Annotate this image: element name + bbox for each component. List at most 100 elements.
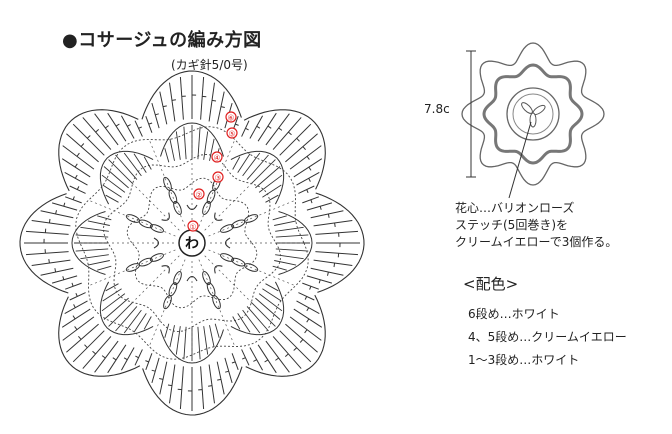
stitch-bar	[73, 304, 76, 308]
stitch-bar	[293, 347, 298, 351]
stitch-bar	[318, 279, 321, 284]
stitch-bar	[327, 271, 329, 276]
stitch-bar	[72, 196, 75, 200]
stitch-bar	[171, 99, 176, 101]
stitch-bar	[288, 131, 292, 136]
round-number: ④	[213, 154, 220, 163]
chain-loop-ring	[75, 126, 309, 360]
stitch	[246, 306, 269, 332]
stitch-bar	[256, 125, 261, 129]
stitch-bar	[308, 166, 312, 171]
stitch-bar	[334, 222, 336, 227]
chain-loop-ring	[126, 177, 258, 309]
stitch-bar	[306, 307, 310, 312]
stitch	[275, 226, 304, 232]
stitch	[272, 265, 287, 271]
petal-round-6	[302, 192, 365, 293]
stitch	[197, 326, 201, 360]
tall-stitch	[51, 275, 78, 284]
stitch-bar	[74, 326, 78, 330]
stitch-bar	[72, 315, 76, 320]
round-1-stitch	[161, 265, 170, 274]
round-marker	[187, 220, 199, 232]
petal-round-5	[99, 281, 154, 336]
stitch-bar	[333, 262, 336, 268]
tall-stitch	[216, 91, 225, 125]
puff-stitch	[212, 295, 221, 310]
stitch	[115, 154, 138, 180]
stitch	[97, 265, 112, 271]
round-1-stitch	[161, 212, 170, 221]
tall-stitch	[82, 336, 112, 369]
stitch-bar	[76, 152, 80, 157]
tall-stitch	[61, 308, 91, 328]
color-item: 1～3段め…ホワイト	[468, 353, 580, 367]
stitch-bar	[306, 156, 310, 160]
tall-stitch	[120, 347, 135, 371]
tall-stitch	[62, 145, 95, 170]
tall-stitch	[107, 344, 127, 374]
tall-stitch	[306, 202, 333, 211]
stitch-bar	[55, 210, 57, 215]
tall-stitch	[289, 145, 322, 170]
puff-stitch	[149, 253, 164, 262]
cluster-stitch	[163, 271, 182, 310]
tall-stitch	[179, 366, 184, 410]
puff-stitch	[220, 253, 235, 262]
round-1-stitch	[153, 237, 160, 249]
stitch	[258, 293, 283, 312]
tall-stitch	[257, 112, 277, 142]
tall-stitch	[249, 115, 264, 139]
stitch-bar	[253, 359, 257, 362]
puff-stitch	[125, 263, 140, 272]
tall-stitch	[249, 347, 264, 371]
stitch	[275, 234, 309, 238]
tall-stitch	[66, 323, 99, 353]
petal-outline	[315, 192, 365, 293]
tall-stitch	[216, 361, 225, 395]
stitch-bar	[74, 174, 78, 179]
stitch	[237, 313, 251, 333]
stitch	[75, 248, 109, 252]
stitch-bar	[231, 361, 236, 364]
stitch	[183, 326, 187, 360]
note-line: クリームイエローで3個作る。	[455, 235, 618, 249]
cluster-stitch	[125, 253, 164, 272]
stitch-bar	[225, 370, 229, 373]
stitch-bar	[112, 357, 117, 361]
tall-stitch	[169, 82, 176, 122]
stitch-bar	[167, 384, 173, 387]
tall-stitch	[315, 230, 359, 235]
stitch	[275, 248, 309, 252]
radial-guide	[148, 259, 186, 347]
stitch	[105, 283, 119, 292]
round-number: ③	[214, 174, 221, 183]
tall-stitch	[296, 171, 320, 186]
stitch	[123, 152, 142, 177]
stitch	[101, 174, 126, 193]
stitch-bar	[135, 355, 139, 359]
stitch	[209, 138, 215, 161]
note-line: 花心…バリオンローズ	[455, 201, 575, 215]
stitch	[183, 126, 187, 160]
stitch-bar	[310, 199, 313, 204]
diameter-label: 7.8c	[424, 102, 450, 116]
tall-stitch	[313, 259, 353, 266]
stitch-bar	[48, 259, 50, 264]
tall-stitch	[296, 300, 320, 315]
tall-stitch	[293, 308, 323, 328]
tall-stitch	[313, 220, 353, 227]
round-number: ⑤	[228, 130, 235, 139]
tall-stitch	[151, 357, 160, 384]
stitch-bar	[267, 125, 272, 129]
color-scheme-heading: <配色>	[463, 275, 519, 293]
stitch	[232, 316, 241, 330]
stitch	[102, 184, 122, 198]
round-marker	[226, 127, 238, 139]
stitch-bar	[319, 206, 322, 210]
radial-guide	[198, 139, 236, 227]
puff-stitch	[163, 295, 172, 310]
stitch-bar	[92, 350, 96, 355]
cluster-stitch	[220, 214, 259, 233]
tall-stitch	[310, 210, 344, 219]
